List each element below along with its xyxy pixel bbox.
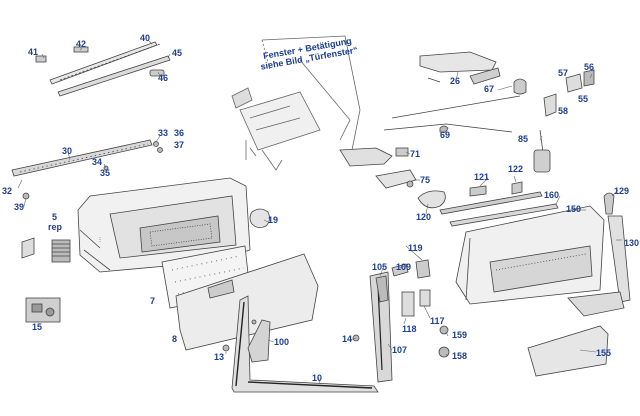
switch-117 [419,289,431,307]
screw-small [251,319,257,325]
callout-67: 67 [484,84,495,94]
seal-piece-100 [247,319,271,363]
callout-37: 37 [174,140,185,150]
door-lock-15 [25,297,61,323]
exterior-handle-26 [419,51,501,85]
callout-150: 150 [566,204,582,214]
button-159 [439,325,449,335]
callout-35: 35 [100,168,111,178]
callout-158: 158 [452,351,468,361]
callout-71: 71 [410,149,421,159]
control-rod-2 [383,123,513,133]
screw-13 [222,344,230,352]
bolt-33 [153,141,159,147]
window-trim-strip-45 [57,55,171,97]
window-channel-30 [11,139,153,177]
callout-41: 41 [28,47,39,57]
callout-105: 105 [372,262,388,272]
clip-129 [603,192,615,215]
callout-7: 7 [150,296,156,306]
spring-26 [427,77,441,83]
callout-19: 19 [268,215,279,225]
callout-8: 8 [172,334,178,344]
callout-15: 15 [32,322,43,332]
key-56 [583,69,595,87]
callout-32: 32 [2,186,13,196]
clip-121 [469,185,487,197]
control-rod-1 [391,95,521,119]
clip-109 [391,263,409,277]
trim-71 [395,147,409,157]
callout-14: 14 [342,334,353,344]
armrest-120 [417,190,446,209]
callout-107: 107 [392,345,408,355]
callout-117: 117 [430,316,445,326]
callout-57: 57 [558,68,569,78]
callout-85: 85 [518,134,529,144]
callout-118: 118 [402,324,417,334]
vent-grille [51,239,71,263]
lock-cylinder-67 [513,78,527,95]
callout-33: 33 [158,128,169,138]
callout-39: 39 [14,202,25,212]
bracket-left [21,237,35,259]
callout-45: 45 [172,48,183,58]
callout-129: 129 [614,186,630,196]
callout-69: 69 [440,130,451,140]
screw-75 [406,180,414,188]
callout-5: 5 [52,212,58,222]
leader-lines [17,39,622,385]
belt-molding-160 [439,191,559,227]
window-trim-strip-40 [49,41,161,85]
trim-105 [375,275,389,303]
callout-55: 55 [578,94,589,104]
clip-69 [439,125,449,133]
callout-130: 130 [624,238,640,248]
callout-155: 155 [596,348,612,358]
clip-46 [149,69,165,77]
washer-37 [157,147,163,153]
callout-120: 120 [416,212,432,222]
sill-molding-155 [527,291,625,377]
callout-121: 121 [474,172,490,182]
callout-42: 42 [76,39,87,49]
callout-46: 46 [158,73,169,83]
clip-41 [35,55,47,63]
callout-75: 75 [420,175,431,185]
clip-122 [511,181,523,195]
door-seal-10 [231,295,379,393]
clip-119 [415,259,431,279]
callout-34: 34 [92,157,103,167]
callout-119: 119 [408,243,423,253]
callout-159: 159 [452,330,468,340]
window-regulator [231,35,361,171]
callout-160: 160 [544,190,560,200]
callout-13: 13 [214,352,225,362]
door-shell-5 [77,177,251,273]
bracket-58 [543,93,557,117]
door-trim-panel-150 [455,205,605,305]
callout-122: 122 [508,164,524,174]
callout-109: 109 [396,262,412,272]
lock-part-57 [565,73,583,93]
callout-10: 10 [312,373,323,383]
callout-26: 26 [450,76,461,86]
callout-30: 30 [62,146,73,156]
callout-rep: rep [48,222,63,232]
vacuum-unit-85 [533,129,551,173]
switch-118 [401,291,415,317]
clip-42 [73,46,89,53]
grommet-19 [249,208,270,228]
callout-36: 36 [174,128,185,138]
inner-handle-71 [339,147,393,167]
seal-130 [607,215,631,303]
callout-40: 40 [140,33,151,43]
callout-100: 100 [274,337,290,347]
callout-58: 58 [558,106,569,116]
callout-56: 56 [584,62,595,72]
